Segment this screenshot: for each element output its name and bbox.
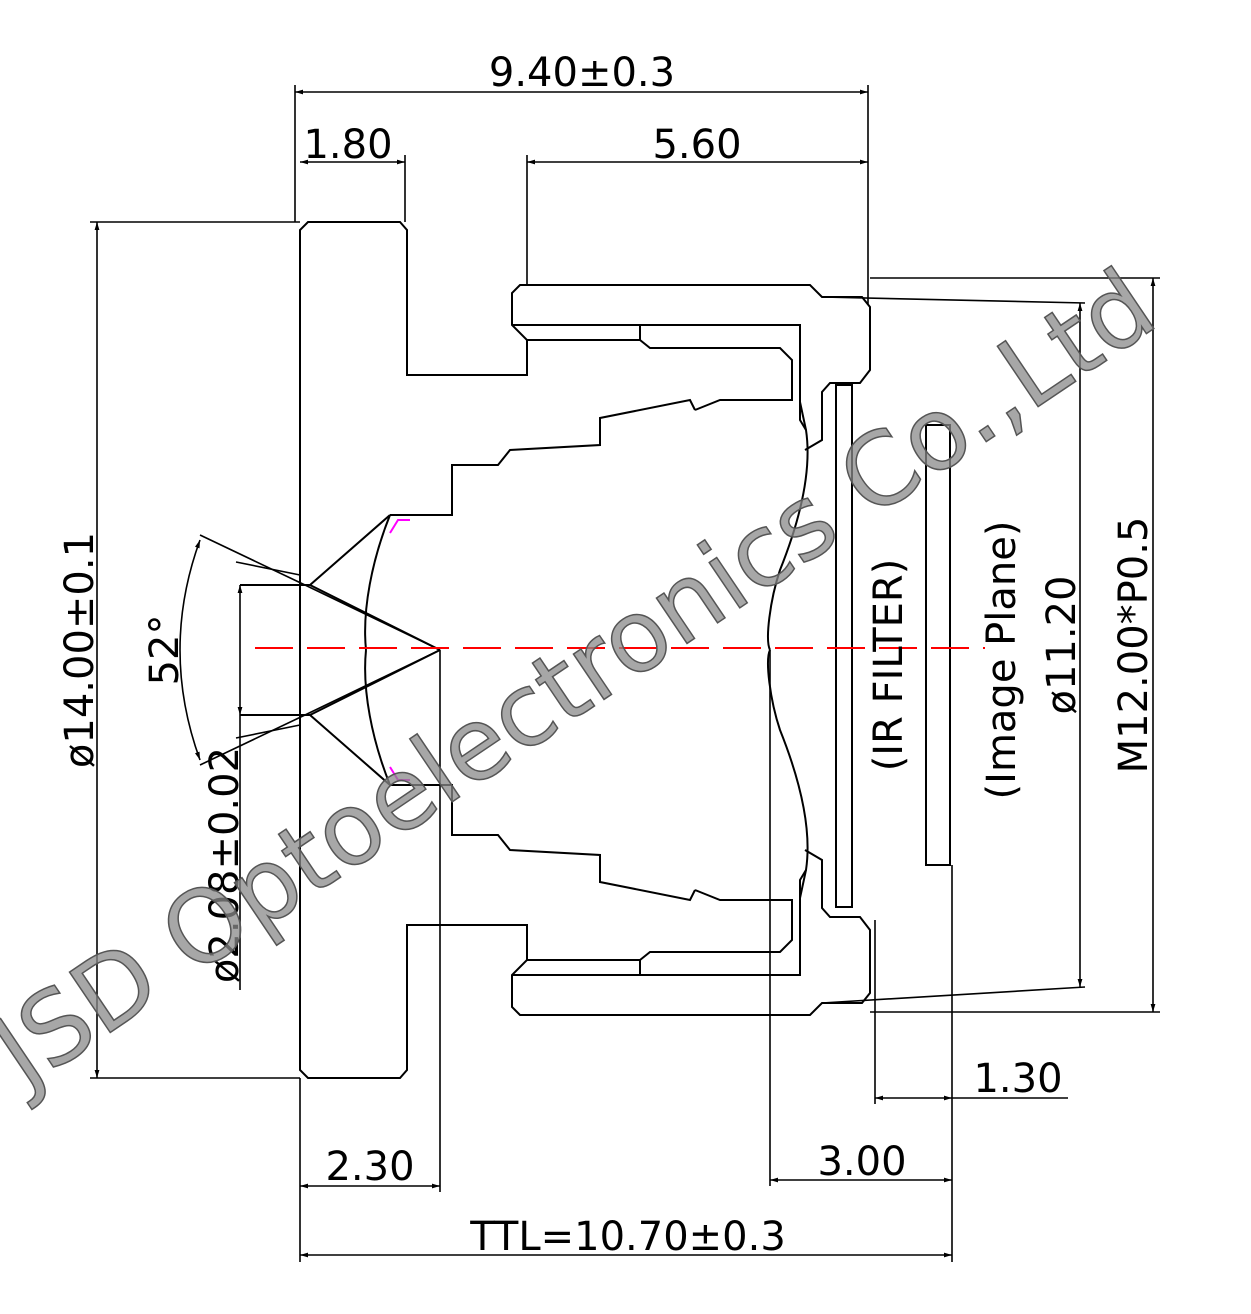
ir-filter-plate <box>835 384 853 908</box>
dimension-lines <box>94 89 1156 1258</box>
label-image-plane: (Image Plane) <box>979 521 1025 800</box>
label-ir-filter: (IR FILTER) <box>866 559 912 772</box>
dim-front-aperture: ø2.08±0.02 <box>202 747 248 983</box>
dim-field-angle: 52° <box>142 615 188 686</box>
dim-total-track-length: TTL=10.70±0.3 <box>469 1214 786 1260</box>
lens-body <box>199 221 871 1079</box>
dim-flange-width: 1.80 <box>303 122 392 168</box>
dim-thread-inner: ø11.20 <box>1039 576 1085 715</box>
dim-back-focal-offset: 1.30 <box>973 1056 1062 1102</box>
dim-barrel-length: 5.60 <box>652 122 741 168</box>
extension-lines <box>90 85 1160 1262</box>
dim-overall-length: 9.40±0.3 <box>489 50 675 96</box>
dim-thread: M12.00*P0.5 <box>1111 517 1157 774</box>
dim-flange-diameter: ø14.00±0.1 <box>57 532 103 768</box>
image-plane-plate <box>925 424 951 866</box>
dim-front-offset: 2.30 <box>325 1144 414 1190</box>
dim-back-focal-length: 3.00 <box>817 1139 906 1185</box>
